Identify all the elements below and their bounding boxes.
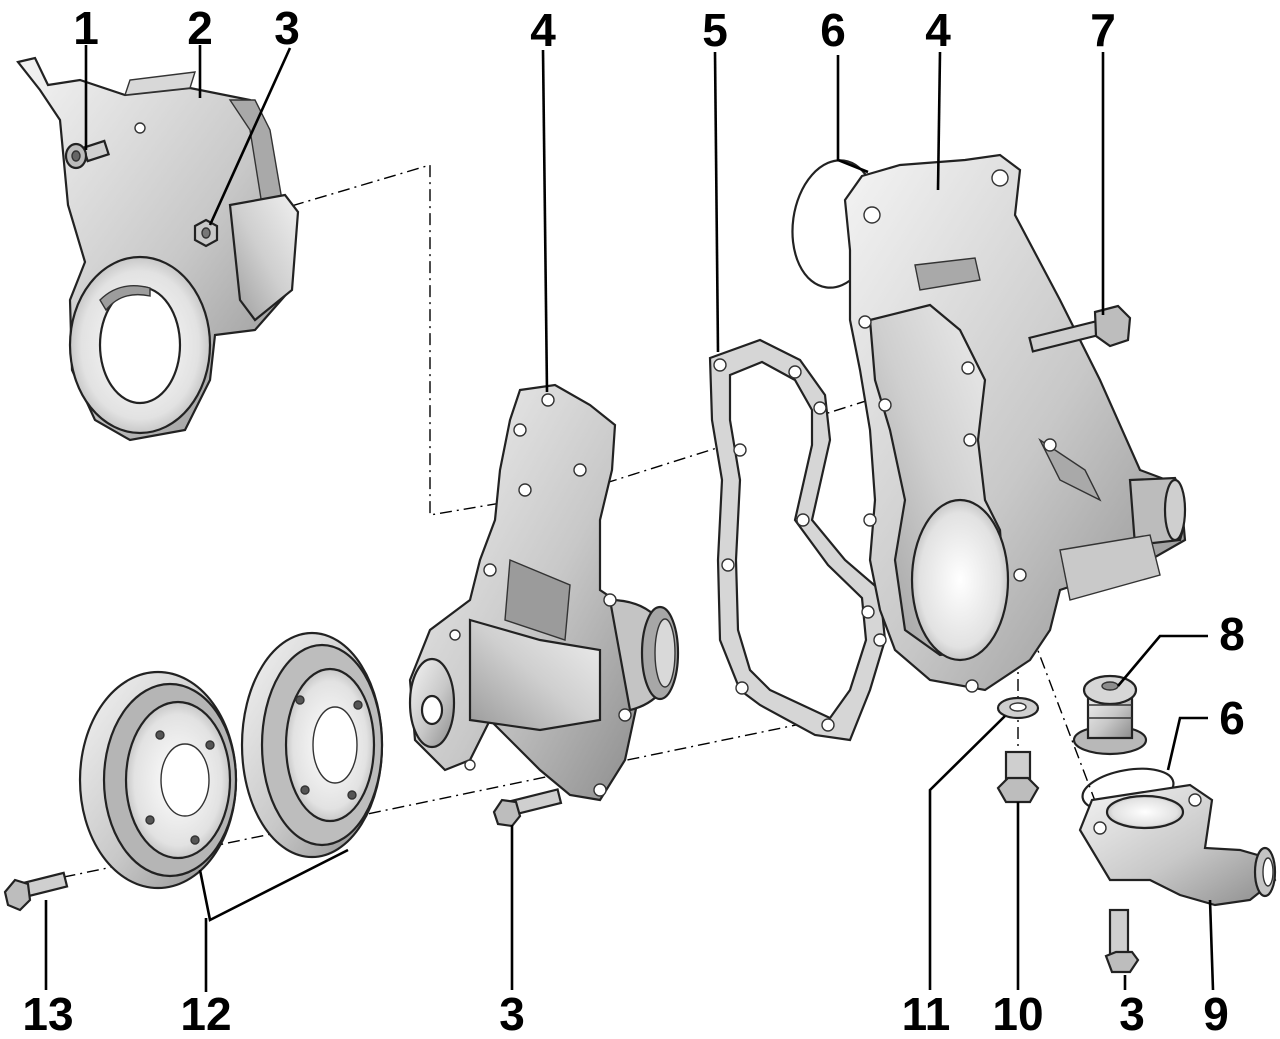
pulley-inner	[240, 631, 384, 859]
pump-housing	[843, 153, 1187, 693]
leader-6a	[836, 55, 869, 174]
leader-5	[713, 51, 720, 353]
callout-4-water-pump: 4	[530, 4, 556, 56]
pulley-outer	[78, 670, 238, 890]
housing-bolt	[1028, 304, 1132, 353]
pump-gasket	[708, 338, 887, 742]
callout-3-guard-nut: 3	[274, 2, 300, 54]
callout-7: 7	[1090, 4, 1116, 56]
thermostat	[1072, 674, 1148, 756]
callout-6-thermostat-o-ring: 6	[1219, 692, 1245, 744]
pump-bolt	[492, 788, 563, 828]
callout-4-pump-housing: 4	[925, 4, 951, 56]
callout-3-pump-bolt: 3	[499, 988, 525, 1039]
leader-11	[928, 715, 1006, 990]
callout-13: 13	[22, 988, 73, 1039]
leader-8	[1117, 634, 1208, 687]
leader-lines	[44, 45, 1215, 992]
callout-12: 12	[180, 988, 231, 1039]
drain-plug	[996, 750, 1040, 804]
leader-4b	[936, 51, 942, 191]
callout-2: 2	[187, 2, 213, 54]
callout-3-cover-bolt: 3	[1119, 988, 1145, 1039]
cover-bolt	[1104, 908, 1140, 974]
leader-6b	[1166, 716, 1208, 771]
callout-8: 8	[1219, 608, 1245, 660]
callout-5: 5	[702, 4, 728, 56]
callout-10: 10	[992, 988, 1043, 1039]
callout-labels: 1 2 3 4 5 6 4 7 8 6 13 12 3 11 10 3 9	[22, 2, 1244, 1039]
sealing-washer	[996, 696, 1040, 720]
thermostat-cover	[1078, 783, 1277, 907]
timing-belt-guard	[16, 56, 300, 442]
callout-1: 1	[73, 2, 99, 54]
callout-9: 9	[1203, 988, 1229, 1039]
callout-11: 11	[902, 988, 951, 1039]
guard-screw	[64, 139, 111, 170]
pulley-bolt	[3, 871, 69, 912]
callout-6-housing-o-ring: 6	[820, 4, 846, 56]
leader-12	[198, 848, 349, 922]
leader-4a	[541, 49, 549, 393]
leader-3a	[208, 47, 292, 226]
water-pump	[408, 383, 680, 802]
leader-9	[1208, 899, 1215, 991]
guard-nut	[193, 218, 219, 248]
